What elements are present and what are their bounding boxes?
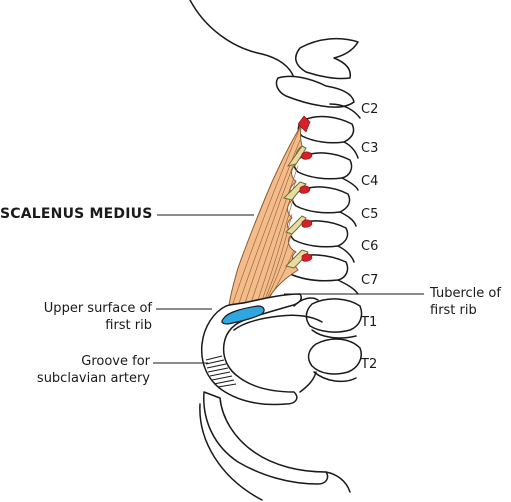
- label-c6: C6: [361, 239, 379, 254]
- axis-vertebra: [275, 75, 355, 108]
- vertebra-t2: [307, 338, 362, 375]
- origin-c3: [301, 151, 313, 160]
- c2-process: [329, 103, 361, 119]
- label-c5: C5: [361, 207, 379, 222]
- first-rib-inner-edge: [233, 314, 323, 331]
- origin-c2: [297, 115, 311, 133]
- c4-process: [341, 177, 359, 191]
- c7-process: [337, 279, 359, 295]
- tendon-c3: [286, 145, 307, 167]
- vertebra-t1: [305, 298, 363, 333]
- label-groove-line2: subclavian artery: [36, 371, 150, 386]
- second-rib: [203, 391, 329, 485]
- c6-process: [337, 245, 355, 263]
- atlas-vertebra: [295, 37, 359, 80]
- origin-c5: [301, 219, 313, 228]
- origin-c4: [299, 185, 311, 194]
- t1-lower-line: [311, 329, 357, 339]
- lower-rib-line: [325, 471, 351, 493]
- label-scalenus-medius: SCALENUS MEDIUS: [0, 206, 153, 222]
- label-upper-surface-line1: Upper surface of: [43, 301, 152, 316]
- label-c4: C4: [361, 174, 379, 189]
- subclavian-groove: [205, 355, 237, 388]
- label-tubercle-line1: Tubercle of: [430, 286, 501, 301]
- third-rib-outline: [199, 403, 263, 501]
- label-t2: T2: [361, 357, 378, 372]
- origin-c6: [301, 253, 313, 262]
- label-groove-line1: Groove for: [81, 354, 150, 369]
- insertion-first-rib: [221, 305, 265, 325]
- t2-rib-head: [299, 371, 317, 393]
- label-upper-surface-line2: first rib: [105, 318, 152, 333]
- label-c3: C3: [361, 141, 379, 156]
- t1-rib-head: [293, 297, 319, 307]
- label-c2: C2: [361, 102, 379, 117]
- c3-process: [343, 141, 359, 159]
- c5-process: [339, 211, 357, 227]
- t2-lower-line: [313, 371, 357, 383]
- label-t1: T1: [361, 315, 378, 330]
- label-tubercle-line2: first rib: [430, 303, 477, 318]
- label-c7: C7: [361, 273, 379, 288]
